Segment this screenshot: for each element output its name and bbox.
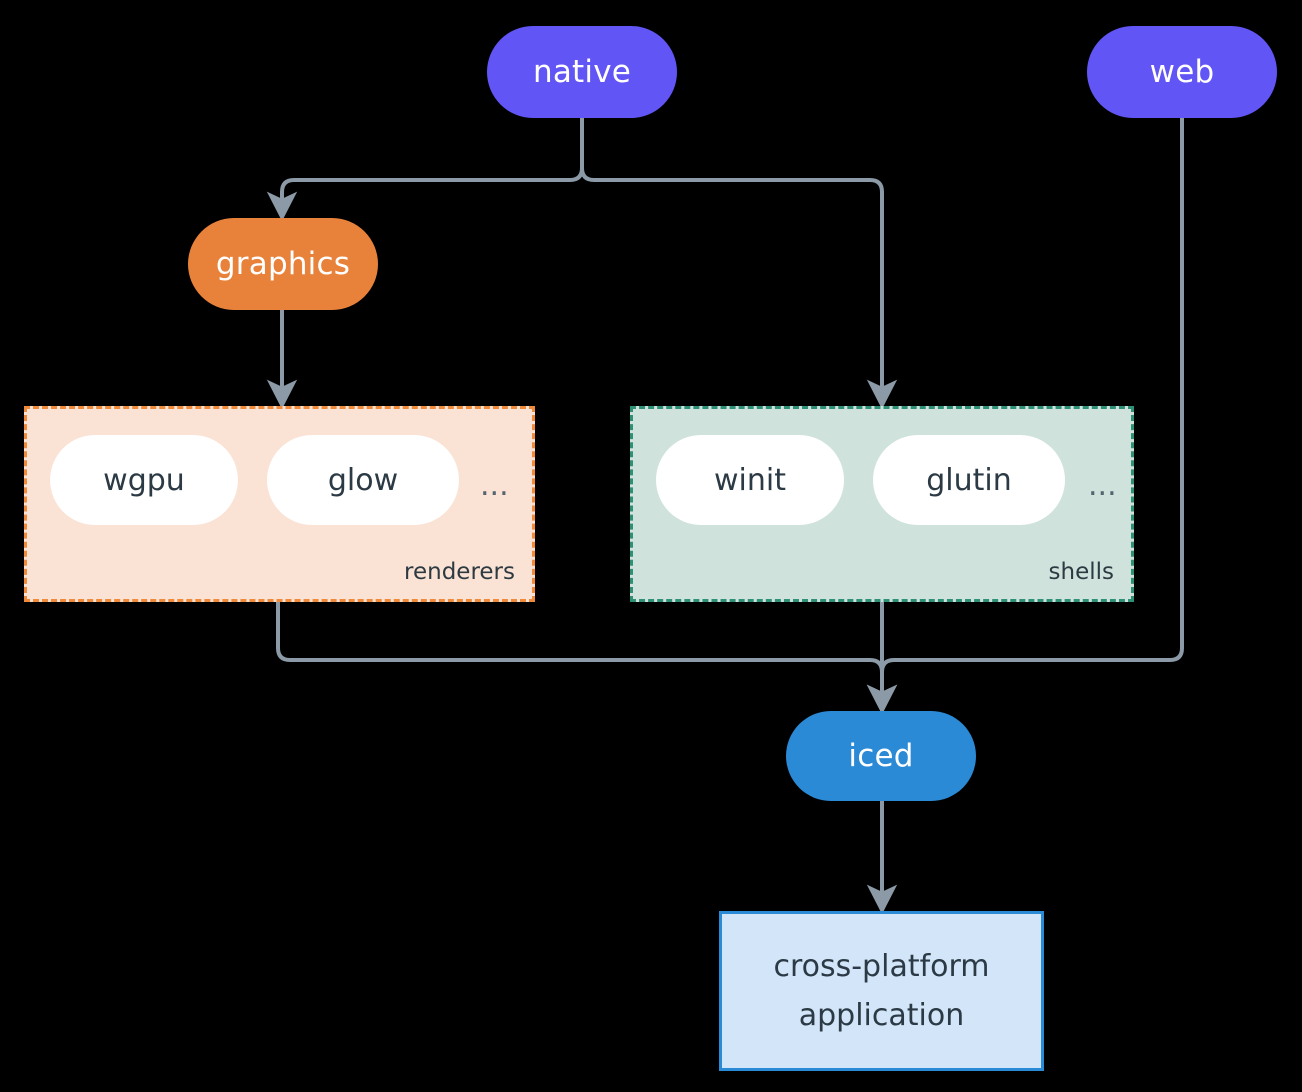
node-native-label: native [532, 54, 632, 90]
edge-native-to-shells [580, 118, 898, 410]
edge-native-trunk [266, 118, 584, 222]
node-iced[interactable]: iced [786, 711, 976, 801]
node-cross-platform-application[interactable]: cross-platform application [719, 911, 1044, 1071]
edge-renderers-to-iced [276, 602, 898, 715]
node-winit[interactable]: winit [656, 435, 844, 525]
node-graphics[interactable]: graphics [188, 218, 378, 310]
node-native[interactable]: native [487, 26, 677, 118]
node-iced-label: iced [848, 738, 914, 774]
group-renderers: wgpu glow ... renderers [24, 406, 535, 602]
node-web-label: web [1149, 54, 1215, 90]
node-glow[interactable]: glow [267, 435, 459, 525]
node-graphics-label: graphics [215, 246, 351, 282]
group-renderers-label: renderers [404, 559, 515, 585]
group-shells-label: shells [1048, 559, 1114, 585]
node-winit-label: winit [714, 462, 786, 498]
node-glutin-label: glutin [926, 462, 1012, 498]
shells-more-ellipsis: ... [1088, 468, 1117, 503]
renderers-more-ellipsis: ... [480, 468, 509, 503]
group-shells: winit glutin ... shells [630, 406, 1134, 602]
application-label-line2: application [798, 998, 965, 1033]
node-wgpu[interactable]: wgpu [50, 435, 238, 525]
node-glutin[interactable]: glutin [873, 435, 1065, 525]
node-wgpu-label: wgpu [103, 462, 185, 498]
node-web[interactable]: web [1087, 26, 1277, 118]
application-label-line1: cross-platform [773, 948, 990, 984]
node-glow-label: glow [327, 462, 399, 498]
